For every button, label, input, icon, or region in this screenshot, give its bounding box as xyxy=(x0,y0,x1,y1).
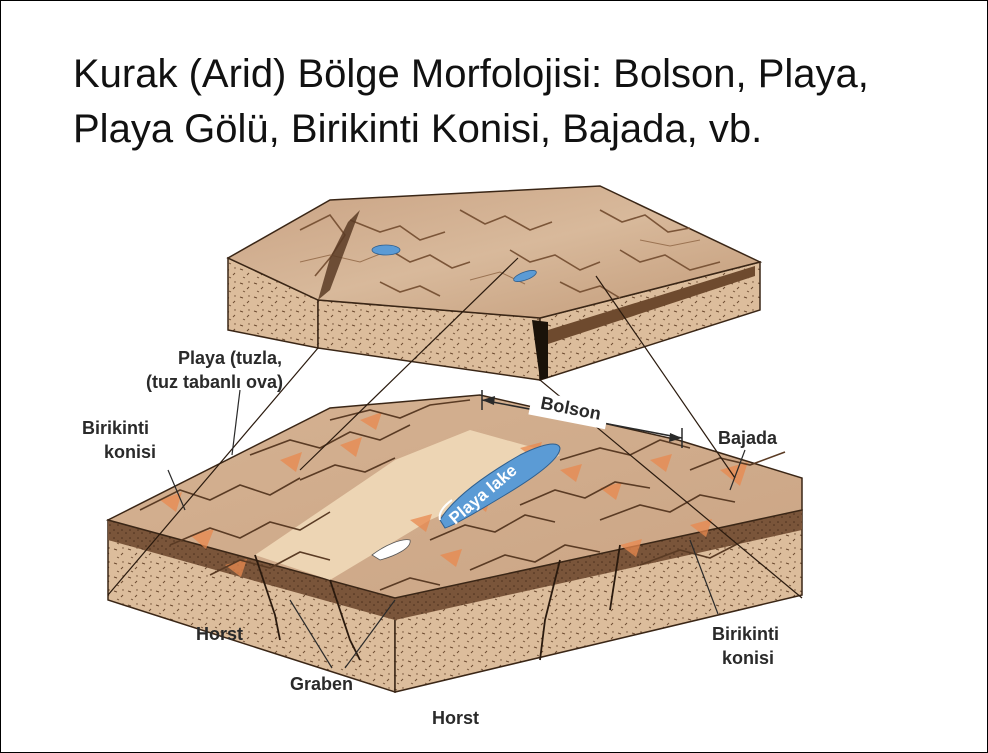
label-birikinti-left-line2: konisi xyxy=(104,442,156,462)
label-playa-line1: Playa (tuzla, xyxy=(178,348,282,368)
lower-block: Playa lake xyxy=(108,395,802,692)
upper-block xyxy=(228,186,760,380)
label-graben: Graben xyxy=(290,674,353,694)
label-birikinti-right-line1: Birikinti xyxy=(712,624,779,644)
label-birikinti-left-line1: Birikinti xyxy=(82,418,149,438)
label-birikinti-right-line2: konisi xyxy=(722,648,774,668)
upper-lake-left xyxy=(372,245,400,255)
label-playa-line2: (tuz tabanlı ova) xyxy=(146,372,283,392)
label-horst-left: Horst xyxy=(196,624,243,644)
label-horst-bottom: Horst xyxy=(432,708,479,728)
label-bajada: Bajada xyxy=(718,428,778,448)
